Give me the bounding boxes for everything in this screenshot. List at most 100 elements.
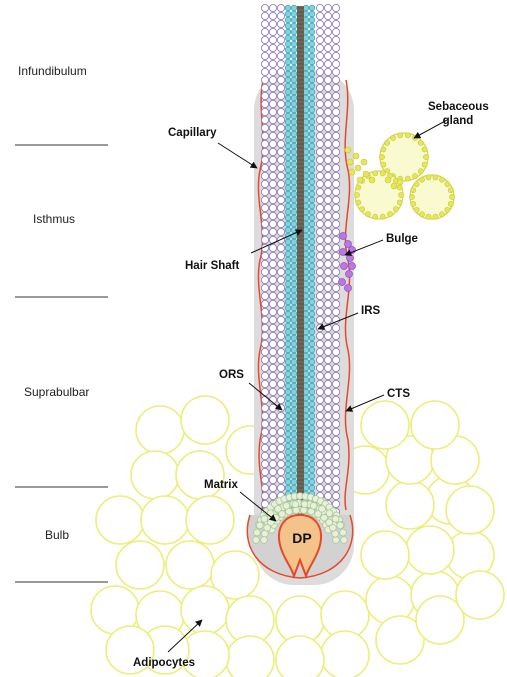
ors-cell [324,84,331,91]
matrix-cell [340,529,347,536]
irs-cell [303,479,309,485]
matrix-cell [254,529,261,536]
irs-cell [303,71,309,77]
ors-cell [324,52,331,59]
ors-cell [324,276,331,283]
ors-cell [332,220,339,227]
sebaceous-gland [345,133,455,220]
irs-cell [309,17,315,23]
ors-cell [269,188,276,195]
sebaceous-duct-cell [363,171,369,177]
matrix-cell [332,515,339,522]
ors-cell [277,468,284,475]
irs-cell [309,335,315,341]
ors-cell [269,468,276,475]
sebaceous-cell [439,177,444,182]
irs-cell [285,305,291,311]
ors-cell [277,292,284,299]
irs-cell [291,335,297,341]
irs-cell [303,5,309,11]
ors-cell [316,124,323,131]
irs-cell [285,65,291,71]
irs-cell [303,473,309,479]
ors-cell [332,156,339,163]
irs-cell [303,119,309,125]
ors-cell [316,68,323,75]
ors-cell [261,172,268,179]
sebaceous-label-line1: Sebaceous [428,100,488,114]
irs-cell [291,275,297,281]
irs-cell [309,47,315,53]
bulge-cell [339,279,346,286]
irs-cell [285,395,291,401]
irs-cell [303,185,309,191]
irs-cell [303,113,309,119]
ors-cell [324,164,331,171]
ors-cell [332,4,339,11]
ors-cell [324,460,331,467]
irs-cell [285,113,291,119]
irs-cell [309,155,315,161]
ors-cell [261,292,268,299]
irs-cell [303,395,309,401]
irs-cell [285,185,291,191]
irs-cell [309,23,315,29]
ors-cell [324,260,331,267]
ors-cell [269,364,276,371]
ors-cell [316,284,323,291]
ors-cell [261,452,268,459]
ors-cell [277,220,284,227]
ors-cell [316,484,323,491]
irs-cell [285,473,291,479]
sebaceous-cell [398,133,403,138]
ors-cell [269,148,276,155]
ors-cell [324,60,331,67]
sebaceous-cell [381,162,386,167]
irs-cell [291,263,297,269]
ors-cell [332,44,339,51]
irs-cell [291,305,297,311]
ors-cell [269,156,276,163]
ors-cell [332,76,339,83]
matrix-cell [301,501,308,508]
ors-cell [269,404,276,411]
irs-cell [303,317,309,323]
ors-cell [332,348,339,355]
sebaceous-cell [449,194,454,199]
matrix-cell [310,502,317,509]
irs-cell [285,281,291,287]
ors-cell [269,332,276,339]
ors-cell [277,148,284,155]
ors-cell [269,492,276,499]
region-suprabulbar: Suprabulbar [24,385,89,399]
ors-cell [269,444,276,451]
irs-cell [303,131,309,137]
irs-cell [303,251,309,257]
irs-cell [309,131,315,137]
irs-cell [291,161,297,167]
irs-cell [303,347,309,353]
ors-cell [316,412,323,419]
irs-cell [291,77,297,83]
ors-cell [316,140,323,147]
irs-cell [303,257,309,263]
sebaceous-cell [414,182,419,187]
ors-cell [261,100,268,107]
ors-cell [261,108,268,115]
irs-cell [309,53,315,59]
irs-cell [309,191,315,197]
ors-cell [261,148,268,155]
sebaceous-cell [418,169,423,174]
irs-cell [309,5,315,11]
ors-cell [324,452,331,459]
irs-cell [285,89,291,95]
ors-cell [269,412,276,419]
sebaceous-cell [356,185,361,190]
matrix-cell [326,510,333,517]
ors-cell [316,212,323,219]
ors-cell [277,380,284,387]
ors-cell [277,212,284,219]
ors-cell [261,444,268,451]
irs-cell [285,209,291,215]
bulge-cell [340,233,347,240]
